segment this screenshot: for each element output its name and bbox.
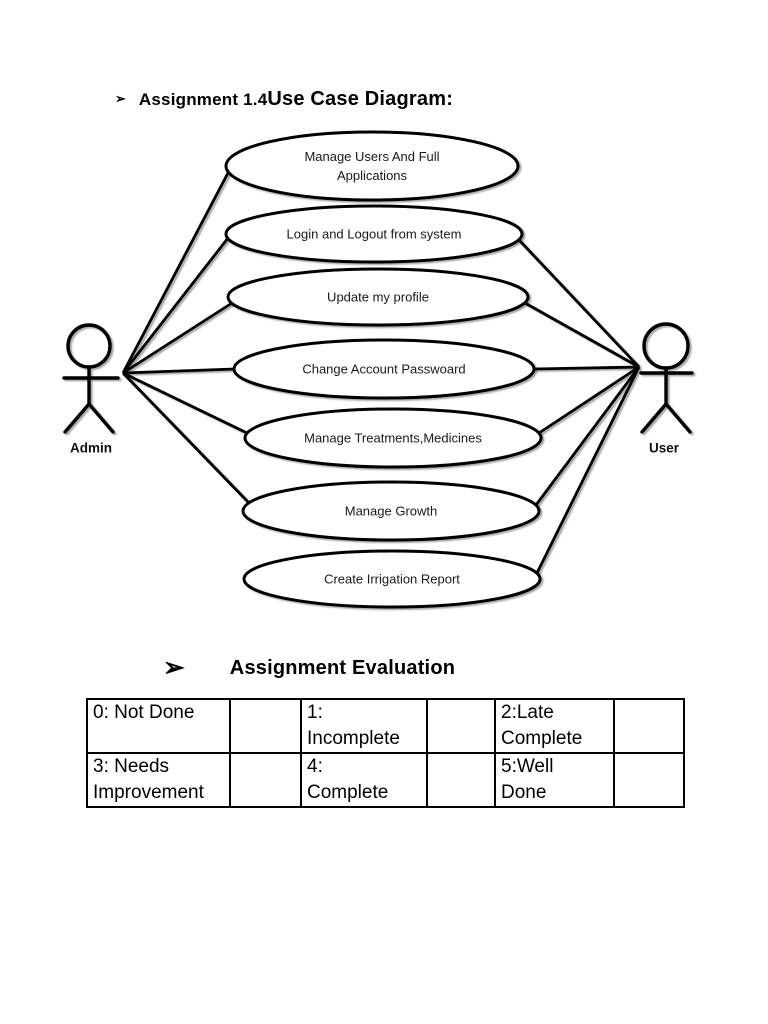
evaluation-heading-text: Assignment Evaluation [229,657,456,679]
use-case-label-manage-growth: Manage Growth [344,503,438,519]
table-row: 0: Not Done 1: Incomplete 2:Late Complet… [86,698,685,754]
actor-admin-label: Admin [70,440,112,456]
actor-admin-left-leg [63,402,91,434]
association-line-admin-login-logout [121,237,230,374]
actor-admin-figure [62,323,120,434]
association-line-user-manage-growth [534,366,641,506]
table-cell-incomplete: 1: Incomplete [300,698,428,754]
association-line-admin-manage-treatments [122,371,248,435]
table-cell-needs-improvement: 3: Needs Improvement [86,752,231,808]
table-cell-score-blank [613,698,685,754]
actor-user-label: User [648,440,680,456]
arrow-bullet-icon: ➢ [163,652,185,682]
association-line-user-change-password [533,365,640,371]
use-case-label-update-profile: Update my profile [327,289,429,305]
table-cell-well-done: 5:Well Done [494,752,615,808]
title-text-main: Use Case Diagram: [267,88,454,110]
actor-admin-head [66,323,112,369]
evaluation-table: 0: Not Done 1: Incomplete 2:Late Complet… [86,698,685,808]
association-line-user-create-irrigation [535,366,641,574]
actor-user-head [642,322,690,370]
use-case-label-manage-users: Manage Users And Full Applications [304,149,440,183]
table-row: 3: Needs Improvement 4: Complete 5:Well … [86,752,685,808]
actor-user-figure [639,322,694,434]
table-cell-late-complete: 2:Late Complete [494,698,615,754]
association-line-user-login-logout [517,239,641,368]
table-cell-complete: 4: Complete [300,752,428,808]
user-association-lines [517,239,641,574]
page-title: ➢ Assignment 1.4Use Case Diagram: [115,88,453,111]
table-cell-score-blank [229,698,302,754]
table-cell-score-blank [426,752,496,808]
use-case-label-manage-treatments: Manage Treatments,Medicines [304,430,482,446]
use-case-label-change-password: Change Account Passwoard [302,361,466,377]
table-cell-score-blank [613,752,685,808]
actor-user-left-leg [640,402,668,434]
table-cell-score-blank [426,698,496,754]
use-case-label-login-logout: Login and Logout from system [286,226,462,242]
association-line-admin-manage-users [121,170,231,374]
association-line-user-update-profile [524,301,640,369]
table-cell-score-blank [229,752,302,808]
admin-association-lines [121,170,251,504]
arrow-bullet-icon: ➢ [115,91,126,106]
evaluation-heading: ➢ Assignment Evaluation [163,652,455,683]
actor-admin-right-leg [87,402,115,434]
table-cell-not-done: 0: Not Done [86,698,231,754]
use-case-label-create-irrigation: Create Irrigation Report [324,571,460,587]
association-line-admin-update-profile [122,301,233,375]
association-line-user-manage-treatments [538,365,640,435]
association-line-admin-change-password [122,367,235,375]
association-line-admin-manage-growth [121,372,251,504]
title-text-prefix: Assignment 1.4 [138,90,268,109]
actor-user-right-leg [664,402,692,434]
